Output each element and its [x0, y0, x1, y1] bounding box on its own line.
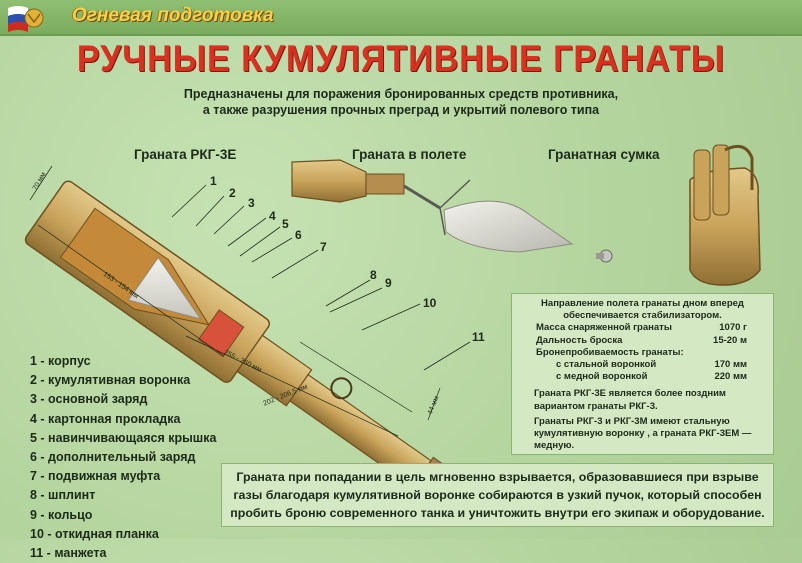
spec-note-2: Гранаты РКГ-3 и РКГ-3М имеют стальную ку… [520, 416, 765, 453]
explanation-line-3: пробить броню современного танка и уничт… [230, 506, 765, 520]
legend-item: 8 - шплинт [30, 488, 96, 503]
part-number-1: 1 [210, 174, 217, 188]
spec-penetration-label: Бронепробиваемость гранаты: [536, 346, 684, 358]
section-title: Огневая подготовка [72, 5, 274, 26]
part-number-8: 8 [370, 268, 377, 282]
figure-label-in-flight: Граната в полете [352, 147, 467, 162]
grenade-in-flight-drawing [291, 159, 613, 263]
part-number-11: 11 [472, 330, 485, 344]
specs-intro-2: обеспечивается стабилизатором. [563, 310, 722, 322]
figure-label-grenade: Граната РКГ-3Е [134, 147, 237, 162]
spec-steel-label: с стальной воронкой [556, 358, 657, 370]
spec-copper-label: с медной воронкой [556, 371, 648, 383]
header-band [0, 0, 802, 36]
part-number-10: 10 [423, 296, 437, 310]
subtitle: Предназначены для поражения бронированны… [0, 86, 802, 118]
part-number-5: 5 [282, 217, 289, 231]
grenade-bag-drawing [689, 144, 761, 286]
legend-item: 4 - картонная прокладка [30, 411, 181, 426]
spec-row-copper: с медной воронкой 220 мм [520, 371, 765, 383]
flag-eagle-emblem [8, 6, 44, 32]
explanation-line-2: газы благодаря кумулятивной воронке соби… [233, 488, 762, 502]
leader-lines [171, 184, 471, 371]
spec-note-1-line-1: Граната РКГ-3Е является более поздним [534, 388, 726, 400]
subtitle-line-2: а также разрушения прочных преград и укр… [202, 103, 600, 117]
specs-intro: Направление полета гранаты дном вперед [541, 298, 744, 309]
spec-mass-label: Масса снаряженной гранаты [536, 322, 672, 334]
spec-row-mass: Масса снаряженной гранаты 1070 г [520, 322, 765, 334]
legend-item: 9 - кольцо [30, 507, 93, 522]
legend-item: 11 - манжета [30, 546, 107, 561]
parts-legend: 1 - корпус 2 - кумулятивная воронка 3 - … [30, 352, 216, 563]
spec-range-value: 15-20 м [713, 334, 747, 346]
spec-note-1-line-2: вариантом гранаты РКГ-3. [534, 400, 658, 412]
spec-row-range: Дальность броска 15-20 м [520, 335, 765, 347]
dimension-lines [29, 165, 441, 437]
specs-box: Направление полета гранаты дном вперед о… [511, 293, 774, 455]
part-number-7: 7 [320, 240, 327, 254]
spec-range-label: Дальность броска [536, 334, 623, 346]
explanation-line-1: Граната при попадании в цель мгновенно в… [236, 470, 759, 484]
part-number-6: 6 [295, 228, 302, 242]
figure-label-bag: Гранатная сумка [548, 147, 660, 162]
part-number-9: 9 [385, 276, 392, 290]
part-number-3: 3 [248, 196, 255, 210]
spec-steel-value: 170 мм [714, 358, 747, 370]
spec-row-steel: с стальной воронкой 170 мм [520, 359, 765, 371]
legend-item: 6 - дополнительный заряд [30, 450, 196, 465]
subtitle-line-1: Предназначены для поражения бронированны… [183, 87, 619, 101]
explanation-box: Граната при попадании в цель мгновенно в… [221, 463, 774, 527]
spec-note-2-line-3: медную. [534, 440, 575, 452]
spec-copper-value: 220 мм [714, 371, 747, 383]
legend-item: 2 - кумулятивная воронка [30, 373, 191, 388]
legend-item: 1 - корпус [30, 354, 91, 368]
spec-note-2-line-2: кумулятивную воронку , а граната РКГ-3ЕМ… [534, 427, 752, 439]
legend-item: 5 - навинчивающаяся крышка [30, 430, 217, 445]
legend-item: 10 - откидная планка [30, 526, 159, 541]
spec-mass-value: 1070 г [719, 322, 747, 334]
page-title: РУЧНЫЕ КУМУЛЯТИВНЫЕ ГРАНАТЫ [76, 38, 726, 80]
legend-item: 3 - основной заряд [30, 392, 148, 407]
spec-row-penetration: Бронепробиваемость гранаты: [520, 347, 765, 359]
spec-note-2-line-1: Гранаты РКГ-3 и РКГ-3М имеют стальную [534, 415, 730, 427]
part-number-4: 4 [269, 209, 276, 223]
spec-note-1: Граната РКГ-3Е является более поздним ва… [520, 388, 765, 412]
part-number-2: 2 [229, 186, 236, 200]
legend-item: 7 - подвижная муфта [30, 469, 161, 484]
